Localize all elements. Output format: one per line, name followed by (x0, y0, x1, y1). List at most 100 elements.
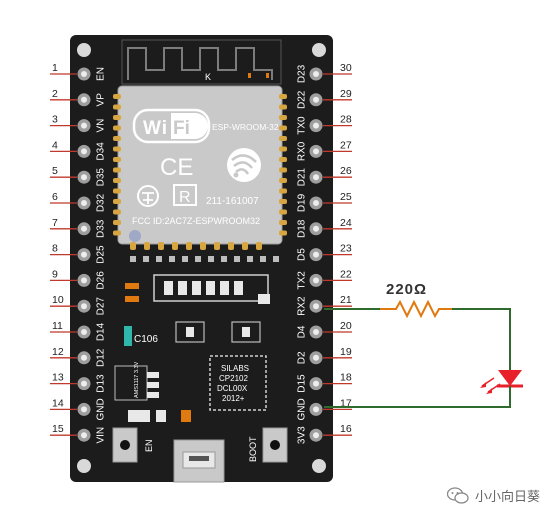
module-pad (279, 178, 287, 183)
pin-number: 10 (52, 294, 64, 306)
pin-hole (313, 406, 319, 413)
module-pad (113, 125, 121, 131)
pin-label: VIN (96, 427, 107, 444)
right-pin-30[interactable]: 30 D23 (297, 62, 352, 83)
pin-hole (81, 225, 87, 232)
right-pin-17[interactable]: 17 GND (297, 397, 352, 421)
external-circuit: 220Ω (324, 281, 523, 408)
header-pin (208, 256, 214, 262)
module-pad (242, 242, 248, 250)
antenna-label: K (205, 72, 211, 82)
pin-hole (313, 380, 319, 387)
pin-number: 29 (340, 88, 352, 100)
module-pad (279, 230, 287, 236)
header-pin (130, 256, 136, 262)
pin-number: 23 (340, 243, 352, 255)
pin-number: 14 (52, 397, 64, 409)
pin-number: 13 (52, 372, 64, 384)
left-pin-9[interactable]: 9 D26 (50, 268, 107, 290)
pin-label: D27 (96, 297, 107, 316)
module-pad (172, 242, 178, 250)
right-pin-23[interactable]: 23 D5 (297, 243, 352, 262)
header-pin (169, 256, 175, 262)
module-pad (279, 94, 287, 99)
smd-component-right (258, 294, 270, 304)
regulator-text: AMS1117 3.3V (134, 361, 140, 398)
pin-label: D26 (96, 271, 107, 290)
module-pad (113, 157, 121, 162)
module-pad (158, 242, 164, 250)
pin-label: D34 (96, 142, 107, 161)
led-icon (480, 370, 523, 394)
pin-number: 11 (52, 320, 63, 332)
pin-label: GND (96, 398, 107, 420)
pin-hole (81, 200, 87, 206)
smd-part-bottom-2 (156, 410, 166, 422)
module-pad (144, 242, 150, 250)
header-pin (234, 256, 240, 262)
pin-number: 5 (52, 165, 58, 177)
wifi-logo-text: Wi (143, 118, 168, 139)
module-pad (113, 94, 121, 99)
header-pin (221, 256, 227, 262)
pin-number: 17 (340, 397, 352, 409)
boot-button[interactable] (262, 427, 288, 463)
pin-hole (81, 406, 87, 413)
pin-hole (313, 225, 319, 232)
pin-label: D23 (297, 64, 308, 83)
pin-number: 30 (340, 62, 352, 74)
pin-label: TX0 (297, 116, 308, 135)
module-pad (279, 167, 287, 173)
en-button[interactable] (112, 427, 138, 463)
module-pad (279, 136, 287, 141)
resistor-220-ohm (380, 299, 452, 319)
wechat-icon (446, 486, 469, 504)
header-pin (273, 256, 279, 262)
left-pin-10[interactable]: 10 D27 (50, 294, 107, 315)
module-pad (279, 209, 287, 215)
header-pin (195, 256, 201, 262)
smd-part-bottom-1 (128, 410, 150, 422)
pin-number: 8 (52, 243, 58, 255)
pin-number: 9 (52, 268, 58, 280)
module-pad (113, 136, 121, 141)
module-pad (113, 146, 121, 152)
pin-hole (81, 303, 87, 310)
pin-label: GND (297, 398, 308, 420)
left-pin-14[interactable]: 14 GND (50, 397, 107, 421)
pin-label: RX0 (297, 141, 308, 161)
pin-number: 24 (340, 217, 352, 229)
module-pad (214, 242, 220, 250)
micro-usb-port[interactable] (173, 439, 225, 483)
pin-label: D5 (297, 248, 308, 261)
pin-number: 7 (52, 217, 58, 229)
pin-hole (313, 329, 319, 335)
resistor-array (153, 274, 269, 302)
pin-hole (81, 432, 87, 439)
